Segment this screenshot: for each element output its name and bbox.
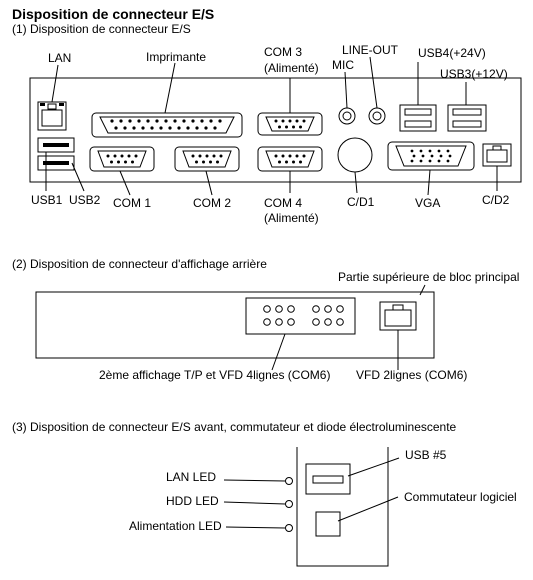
com3-port bbox=[257, 112, 323, 136]
usb2-label: USB2 bbox=[69, 193, 101, 207]
com6-display-connector bbox=[245, 297, 356, 335]
vfd-2lines-label: VFD 2lignes (COM6) bbox=[356, 368, 468, 382]
cd2-label: C/D2 bbox=[482, 193, 510, 207]
main-block-top-label: Partie supérieure de bloc principal bbox=[338, 270, 520, 284]
led-indicators bbox=[285, 477, 293, 532]
com4-port bbox=[257, 146, 323, 172]
front-panel bbox=[296, 447, 389, 567]
usb3-ports bbox=[447, 104, 487, 132]
usb5-label: USB #5 bbox=[405, 448, 447, 462]
cd1-port bbox=[337, 137, 373, 173]
vfd-2lines-connector bbox=[379, 301, 417, 331]
line-out-jack bbox=[368, 107, 386, 125]
hdd-led-label: HDD LED bbox=[166, 494, 219, 508]
mic-jack bbox=[338, 107, 356, 125]
section1-leader-lines bbox=[45, 56, 498, 196]
usb4-ports bbox=[399, 104, 437, 132]
cd2-port bbox=[482, 143, 512, 167]
com3-sublabel: (Alimenté) bbox=[264, 61, 319, 75]
lan-led-label: LAN LED bbox=[166, 470, 217, 484]
printer-label: Imprimante bbox=[146, 50, 207, 64]
section2-heading: (2) Disposition de connecteur d'affichag… bbox=[12, 257, 267, 271]
section2-leader-lines bbox=[271, 284, 426, 371]
section3-heading: (3) Disposition de connecteur E/S avant,… bbox=[12, 420, 457, 434]
vga-label: VGA bbox=[415, 196, 441, 210]
usb1-usb2-ports bbox=[37, 137, 75, 171]
com2-label: COM 2 bbox=[193, 196, 232, 210]
com1-port bbox=[89, 146, 155, 172]
usb1-label: USB1 bbox=[31, 193, 63, 207]
line-out-label: LINE-OUT bbox=[342, 43, 399, 57]
usb4-label: USB4(+24V) bbox=[418, 46, 486, 60]
section1-heading: (1) Disposition de connecteur E/S bbox=[12, 22, 191, 36]
soft-switch-button bbox=[315, 511, 341, 537]
mic-label: MIC bbox=[332, 58, 354, 72]
com6-touchpanel-label: 2ème affichage T/P et VFD 4lignes (COM6) bbox=[99, 368, 331, 382]
com1-label: COM 1 bbox=[113, 196, 152, 210]
usb5-port bbox=[305, 463, 351, 495]
cd1-label: C/D1 bbox=[347, 195, 375, 209]
page-title: Disposition de connecteur E/S bbox=[12, 6, 215, 22]
vga-port bbox=[387, 141, 475, 171]
com4-sublabel: (Alimenté) bbox=[264, 211, 319, 225]
printer-port bbox=[91, 112, 243, 138]
com2-port bbox=[174, 146, 240, 172]
rear-display-panel bbox=[35, 291, 435, 359]
lan-label: LAN bbox=[48, 51, 72, 65]
section3-leader-lines bbox=[223, 457, 400, 529]
power-led-label: Alimentation LED bbox=[129, 519, 222, 533]
rear-io-panel bbox=[29, 77, 522, 183]
com3-label: COM 3 bbox=[264, 45, 303, 59]
soft-switch-label: Commutateur logiciel bbox=[404, 490, 517, 504]
lan-port bbox=[37, 101, 67, 131]
com4-label: COM 4 bbox=[264, 196, 303, 210]
usb3-label: USB3(+12V) bbox=[440, 67, 508, 81]
